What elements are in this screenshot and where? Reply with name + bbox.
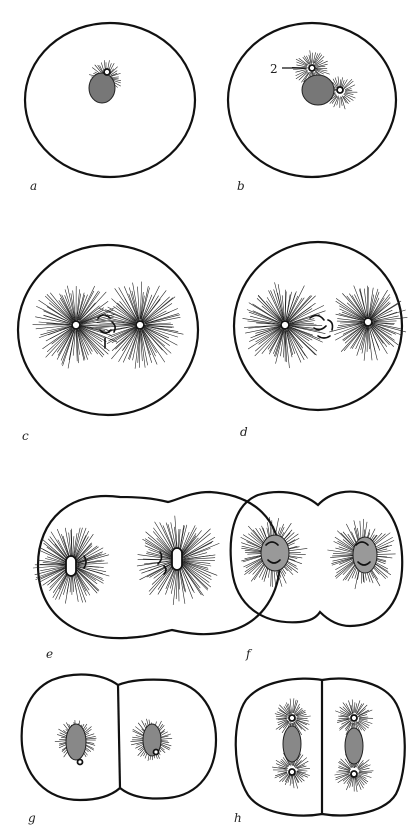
nucleus	[283, 726, 301, 762]
centriole	[309, 65, 315, 71]
aster-fibre	[112, 77, 119, 78]
aster-fibre	[370, 290, 387, 318]
cleavage-furrow	[118, 685, 120, 788]
panel-label-e: e	[46, 647, 53, 661]
centriole	[172, 548, 182, 570]
aster-fibre	[297, 714, 306, 716]
centriole	[66, 556, 76, 576]
panel-label-a: a	[30, 179, 37, 193]
panel-c: c	[18, 245, 198, 443]
aster-fibre	[360, 717, 368, 718]
panel-label-c: c	[22, 429, 29, 443]
aster-fibre	[39, 567, 67, 579]
nucleus	[302, 75, 334, 105]
annotation-label: 2	[270, 62, 278, 76]
aster-fibre	[290, 775, 291, 786]
nucleus	[66, 724, 86, 760]
aster-fibre	[119, 329, 138, 362]
centriole	[364, 318, 372, 326]
cell-membrane	[18, 245, 198, 415]
aster-fibre	[298, 768, 310, 769]
centriole	[136, 321, 144, 329]
aster-fibre	[293, 776, 294, 788]
aster-fibre	[297, 718, 308, 719]
aster-fibre	[80, 292, 107, 321]
centriole	[351, 771, 357, 777]
panel-a: a	[25, 23, 195, 193]
aster-fibre	[360, 768, 370, 770]
panel-label-f: f	[245, 647, 253, 661]
panel-d: d	[234, 242, 407, 439]
aster-fibre	[138, 287, 140, 320]
nucleus	[261, 535, 289, 571]
aster-fibre	[296, 69, 307, 72]
aster-fibre	[74, 570, 86, 596]
panel-g: g	[22, 675, 216, 825]
panel-label-b: b	[237, 179, 245, 193]
centriole	[289, 715, 295, 721]
panel-e: e	[33, 492, 280, 661]
cell-membrane	[236, 679, 405, 816]
panel-label-h: h	[234, 811, 242, 825]
panel-b: 2 b	[228, 23, 396, 193]
panel-label-g: g	[28, 811, 36, 825]
centriole	[351, 715, 357, 721]
centriole	[281, 321, 289, 329]
aster-fibre	[52, 330, 72, 356]
nucleus	[345, 728, 363, 764]
centriole	[72, 321, 80, 329]
aster-fibre	[354, 703, 355, 713]
centriole	[154, 750, 159, 755]
aster-fibre	[74, 534, 93, 561]
aster-fibre	[297, 720, 309, 725]
aster-fibre	[359, 771, 373, 772]
centriole	[337, 87, 343, 93]
panel-f: f	[231, 492, 403, 661]
aster-fibre	[182, 564, 208, 590]
aster-fibre	[253, 304, 281, 322]
panel-h: h	[234, 679, 405, 825]
centriole	[78, 760, 83, 765]
centriole	[289, 769, 295, 775]
aster-fibre	[298, 770, 307, 771]
panel-label-d: d	[240, 425, 248, 439]
nucleus	[89, 73, 115, 103]
centriole	[104, 69, 110, 75]
